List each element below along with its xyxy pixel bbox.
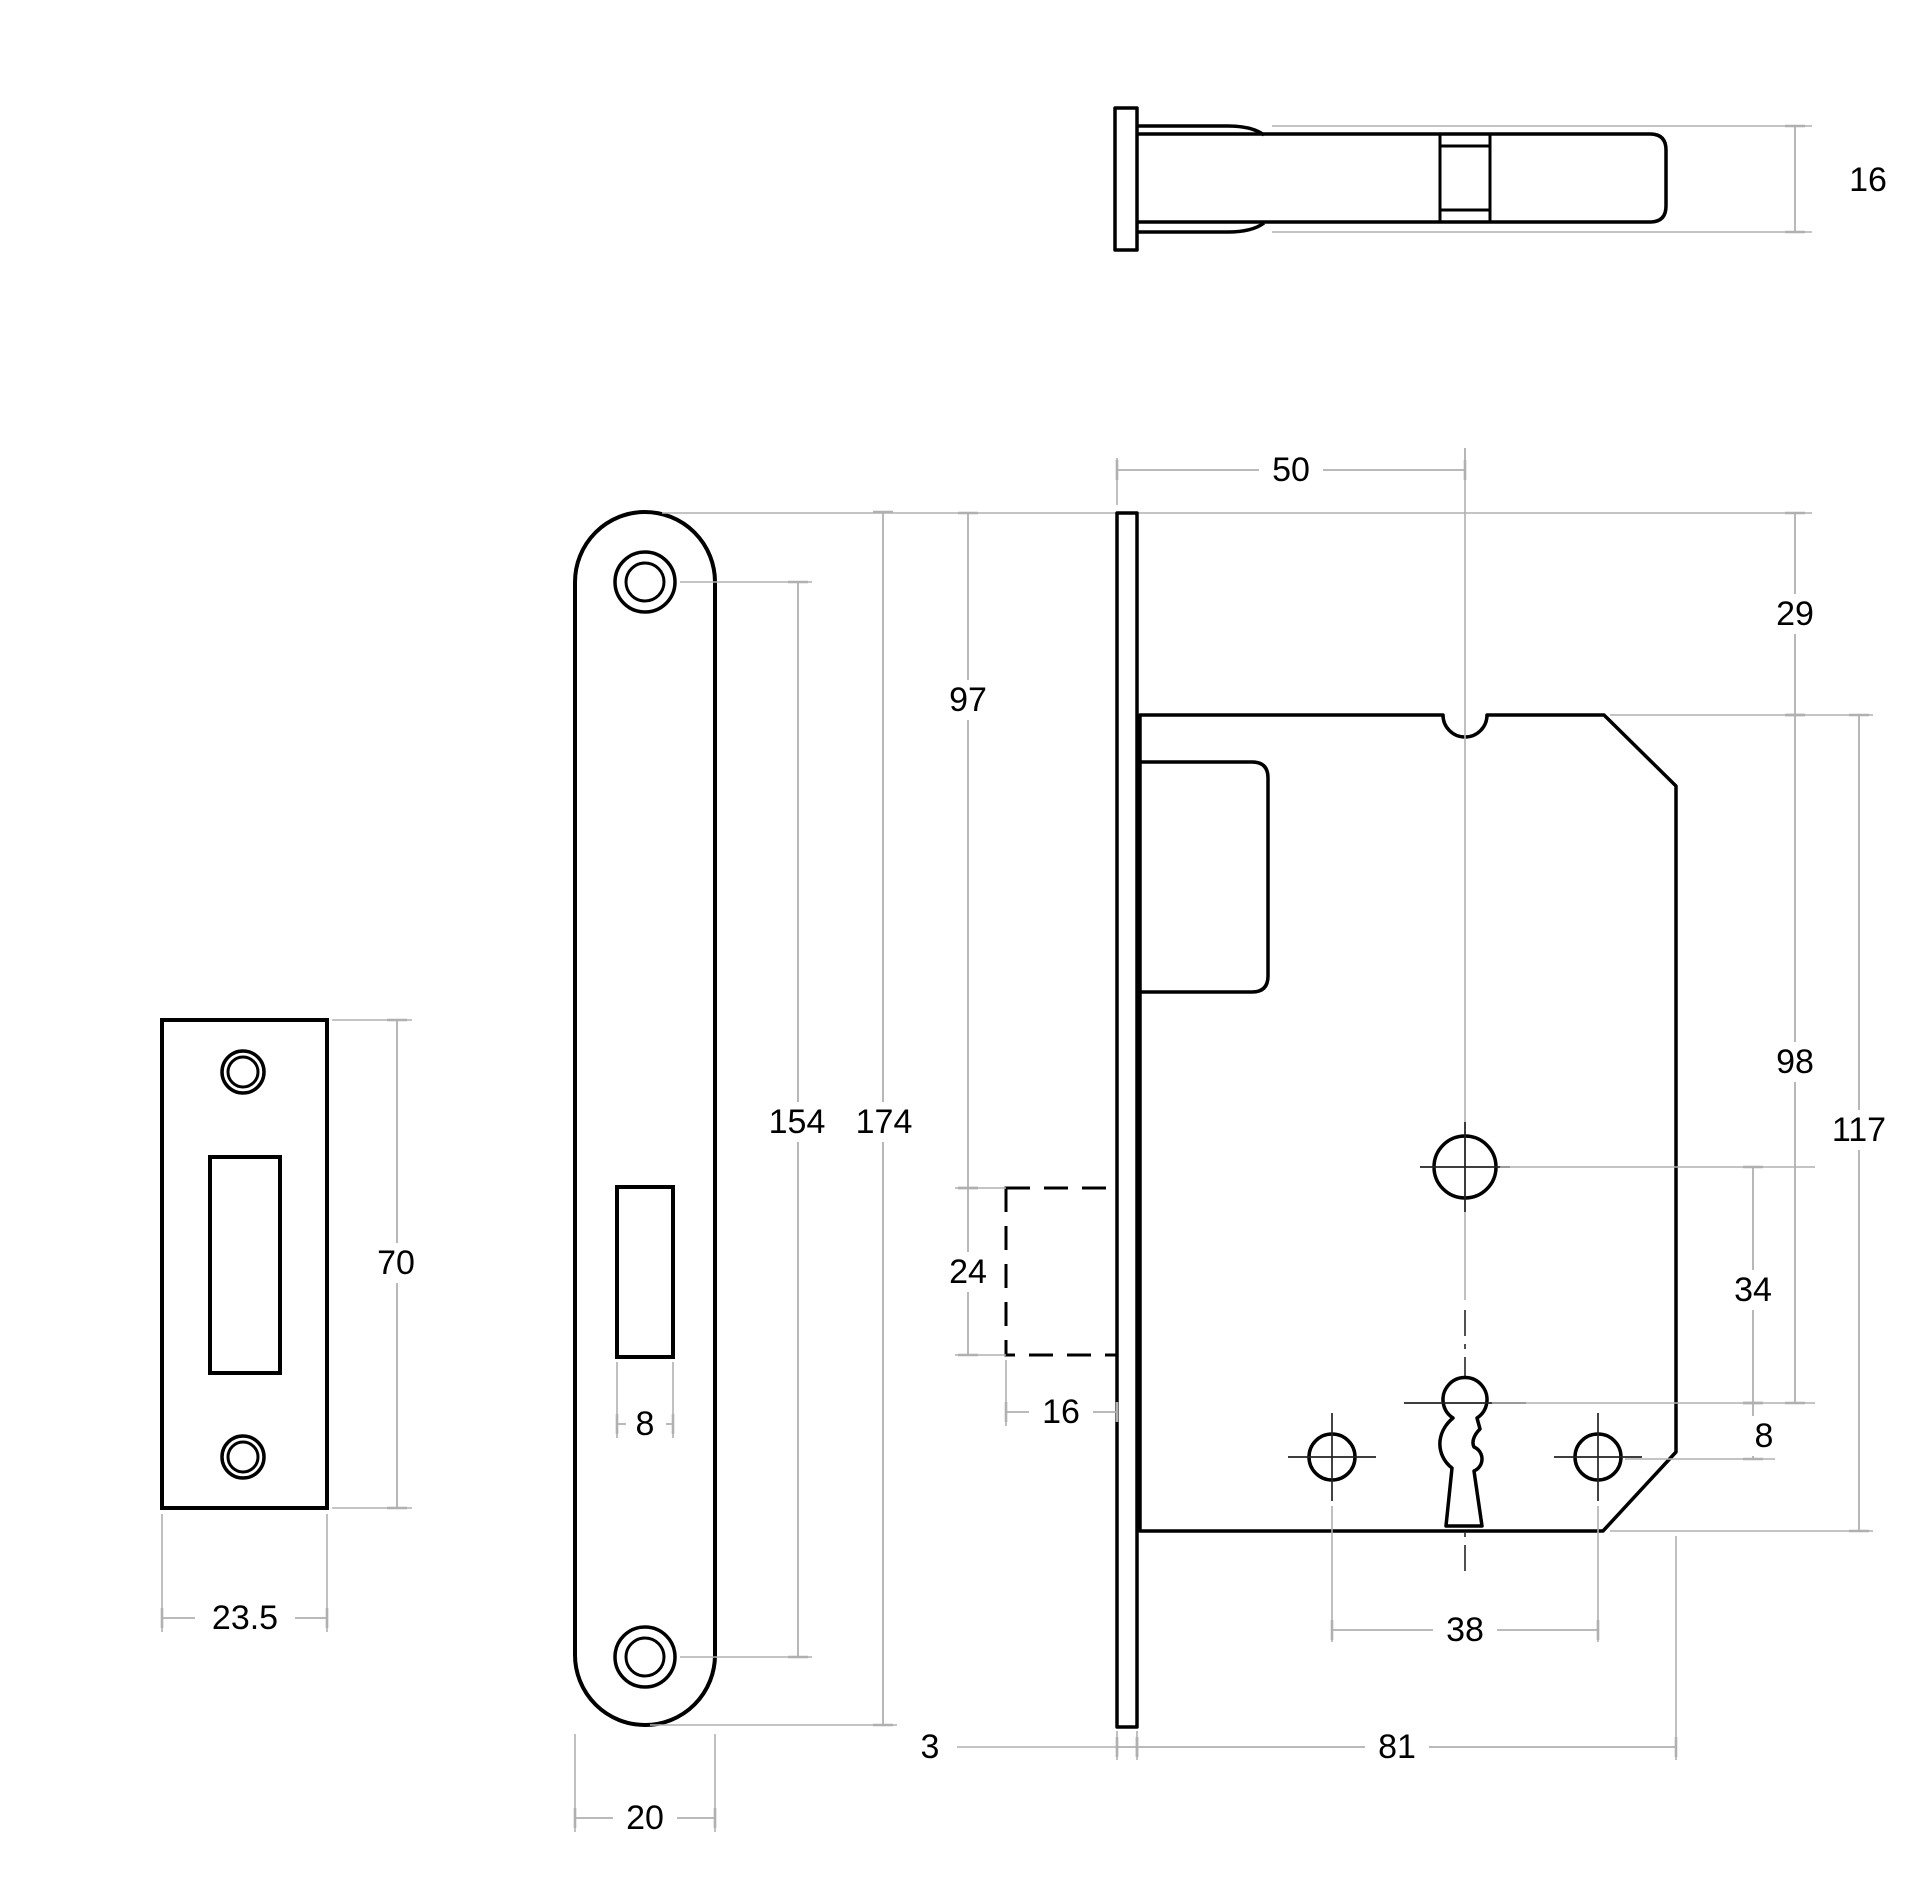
faceplate-edge-plan (1113, 106, 1139, 252)
strike-plate-view: 70 23.5 (160, 1018, 428, 1638)
countersunk-screw-hole-inner (624, 1636, 666, 1678)
dim-label-follower-to-keyhole: 34 (1734, 1271, 1772, 1309)
dim-label-bolt-height: 24 (949, 1253, 987, 1291)
faceplate-side-view (1115, 511, 1139, 1729)
bolt-top-view: 16 (1113, 106, 1887, 252)
dim-label-hole-centres: 154 (769, 1103, 826, 1141)
dim-label-case-top-offset: 29 (1776, 595, 1814, 633)
dim-label-faceplate-height: 174 (856, 1103, 913, 1141)
dim-label-slot-width: 8 (636, 1405, 655, 1443)
dim-label-backset: 50 (1272, 451, 1310, 489)
strike-plate-slot (208, 1155, 282, 1375)
countersunk-screw-hole-inner (624, 561, 666, 603)
lock-case-outline (1138, 713, 1678, 1533)
keyhole (1438, 1375, 1489, 1528)
dim-label-plate-top-to-bolt: 97 (949, 681, 987, 719)
dim-label-strike-width: 23.5 (212, 1599, 278, 1637)
dim-label-bolt-throw: 16 (1042, 1393, 1080, 1431)
case-bottom-edge-plan (1137, 221, 1266, 234)
screw-hole (220, 1434, 266, 1480)
countersunk-screw-hole (613, 550, 677, 614)
dim-label-screw-centres: 38 (1446, 1611, 1484, 1649)
screw-hole-inner (226, 1440, 260, 1474)
dim-label-bolt-thickness: 16 (1849, 161, 1887, 199)
lock-case-view: 50 29 98 117 97 24 16 34 8 38 (662, 448, 1903, 1767)
dim-label-case-top-to-keyhole: 98 (1776, 1043, 1814, 1081)
deadbolt-thrown-dashed (1004, 1186, 1119, 1357)
dim-label-case-depth: 81 (1378, 1728, 1416, 1766)
dim-label-faceplate-thickness: 3 (921, 1728, 940, 1766)
screw-hole (220, 1049, 266, 1095)
bolt-outline-plan (1137, 132, 1668, 224)
screw-hole-inner (226, 1055, 260, 1089)
dim-label-case-height: 117 (1832, 1111, 1886, 1149)
bolt-stump (1438, 132, 1492, 224)
dim-label-faceplate-width: 20 (626, 1799, 664, 1837)
faceplate-view: 8 20 154 174 (573, 510, 927, 1838)
dim-label-keyhole-to-screws: 8 (1755, 1417, 1774, 1455)
dim-label-strike-height: 70 (377, 1244, 415, 1282)
faceplate-outline (573, 510, 717, 1727)
bolt-chamber (1140, 760, 1270, 994)
faceplate-bolt-slot (615, 1185, 675, 1359)
countersunk-screw-hole (613, 1625, 677, 1689)
